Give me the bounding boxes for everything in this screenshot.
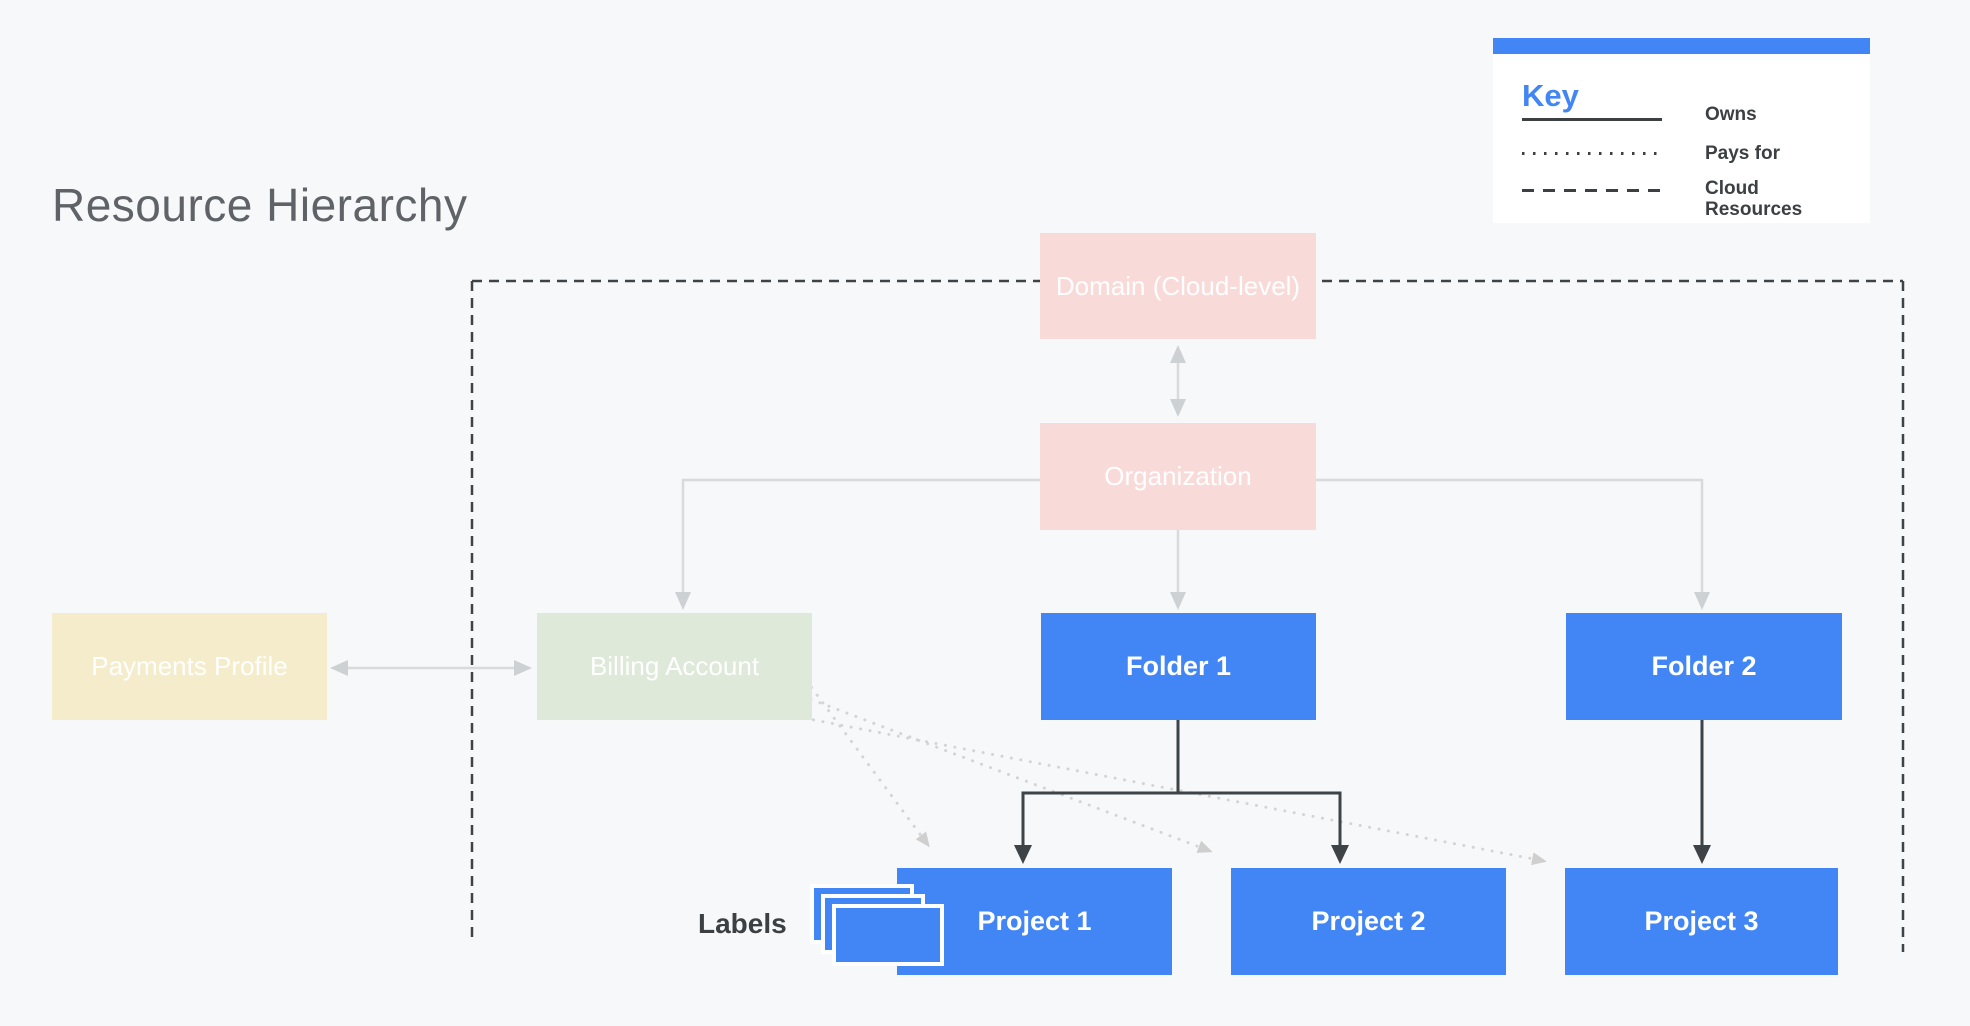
node-project-2: Project 2 — [1231, 868, 1506, 975]
pays-for-connectors — [798, 670, 1547, 866]
node-folder-1: Folder 1 — [1041, 613, 1316, 720]
node-organization: Organization — [1040, 423, 1316, 530]
node-payments-profile: Payments Profile — [52, 613, 327, 720]
owns-connectors-light — [330, 345, 1710, 676]
legend-accent-bar — [1493, 38, 1870, 54]
node-billing-account: Billing Account — [537, 613, 812, 720]
page-title: Resource Hierarchy — [52, 179, 468, 231]
legend-panel: Key Owns Pays for Cloud Resources — [1493, 38, 1870, 223]
legend-line-solid — [1522, 118, 1662, 121]
labels-stack-icon — [810, 884, 944, 966]
node-domain: Domain (Cloud-level) — [1040, 233, 1316, 339]
node-project-3: Project 3 — [1565, 868, 1838, 975]
legend-label-pays-for: Pays for — [1705, 143, 1780, 164]
legend-title: Key — [1522, 78, 1579, 113]
legend-label-owns: Owns — [1705, 104, 1757, 125]
legend-label-cloud-resources: Cloud Resources — [1705, 178, 1803, 220]
legend-line-dashed — [1522, 189, 1662, 192]
owns-connectors-dark — [1014, 720, 1711, 864]
labels-caption: Labels — [698, 908, 787, 939]
node-folder-2: Folder 2 — [1566, 613, 1842, 720]
legend-line-dotted — [1522, 152, 1662, 155]
